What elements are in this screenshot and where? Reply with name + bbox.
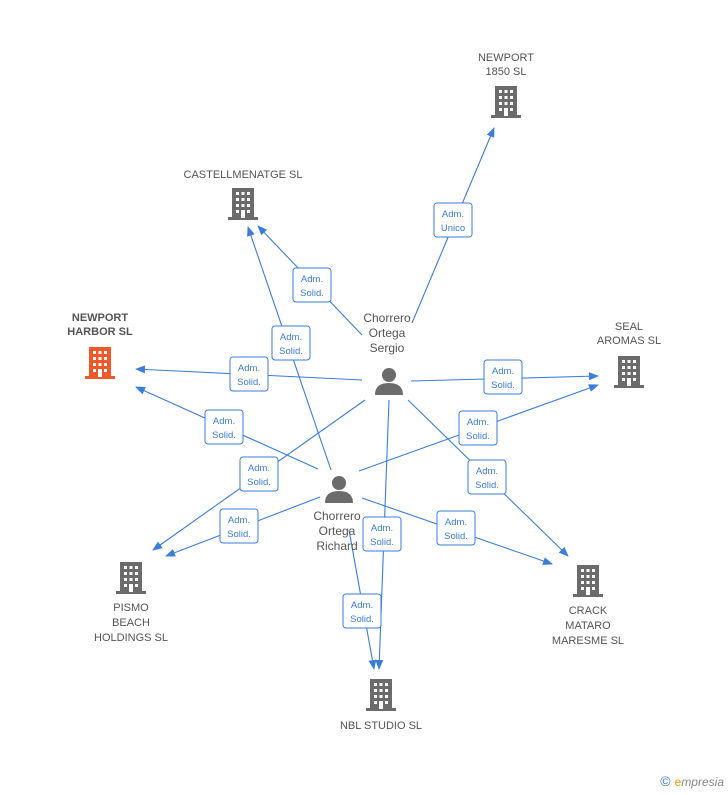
company-name: MARESME SL <box>552 635 624 647</box>
brand-name: mpresia <box>681 775 724 789</box>
role-text: Adm. <box>301 274 323 285</box>
person-name: Richard <box>316 539 357 553</box>
company-name: NEWPORT <box>478 52 534 64</box>
company-name: SEAL <box>615 321 643 333</box>
company-node-sealaromas[interactable]: SEAL AROMAS SL <box>597 321 661 388</box>
brand-e: e <box>674 775 682 789</box>
company-name: NBL STUDIO SL <box>340 720 422 732</box>
role-text: Solid. <box>491 380 515 391</box>
company-name: BEACH <box>112 617 150 629</box>
role-text: Adm. <box>371 523 393 534</box>
role-badge-richard-newportharbor[interactable]: Adm. Solid. <box>204 409 244 445</box>
company-name: HOLDINGS SL <box>94 632 168 644</box>
role-badge-sergio-castellmenatge[interactable]: Adm. Solid. <box>292 267 332 303</box>
role-text: Solid. <box>466 431 490 442</box>
company-name: AROMAS SL <box>597 335 661 347</box>
role-text: Solid. <box>237 377 261 388</box>
role-text: Adm. <box>228 515 250 526</box>
company-node-castellmenatge[interactable]: CASTELLMENATGE SL <box>184 169 303 220</box>
role-text: Adm. <box>213 416 235 427</box>
company-name: CRACK <box>569 605 608 617</box>
role-text: Solid. <box>300 288 324 299</box>
role-badge-sergio-pismo[interactable]: Adm. Solid. <box>239 456 279 492</box>
company-name: NEWPORT <box>72 312 129 324</box>
role-text: Adm. <box>442 209 464 220</box>
company-name: MATARO <box>565 620 611 632</box>
company-name: CASTELLMENATGE SL <box>184 169 303 181</box>
building-icon <box>85 347 115 379</box>
role-text: Adm. <box>445 517 467 528</box>
company-node-newportharbor[interactable]: NEWPORT HARBOR SL <box>67 312 133 379</box>
role-text: Adm. <box>492 366 514 377</box>
person-name: Chorrero <box>363 311 411 325</box>
building-icon <box>366 679 396 711</box>
role-text: Adm. <box>476 466 498 477</box>
role-badge-richard-crack[interactable]: Adm. Solid. <box>436 510 476 546</box>
company-node-nbl[interactable]: NBL STUDIO SL <box>340 679 422 732</box>
company-node-newport1850[interactable]: NEWPORT 1850 SL <box>478 52 534 118</box>
role-text: Adm. <box>280 332 302 343</box>
role-badge-sergio-crack[interactable]: Adm. Solid. <box>467 459 507 495</box>
role-text: Solid. <box>279 346 303 357</box>
role-text: Solid. <box>475 480 499 491</box>
building-icon <box>614 356 644 388</box>
person-icon <box>375 368 403 395</box>
role-text: Solid. <box>370 537 394 548</box>
person-name: Chorrero <box>313 509 361 523</box>
person-name: Sergio <box>370 341 405 355</box>
building-icon <box>228 188 258 220</box>
footer-brand: ©empresia <box>660 773 724 789</box>
building-icon <box>573 565 603 597</box>
company-name: 1850 SL <box>486 66 527 78</box>
role-text: Solid. <box>212 430 236 441</box>
role-badge-richard-nbl[interactable]: Adm. Solid. <box>342 593 382 629</box>
role-text: Adm. <box>351 600 373 611</box>
role-badge-sergio-newportharbor[interactable]: Adm. Solid. <box>229 356 269 392</box>
company-node-crack[interactable]: CRACK MATARO MARESME SL <box>552 565 624 647</box>
role-text: Unico <box>441 223 465 234</box>
person-name: Ortega <box>369 326 406 340</box>
role-badge-richard-castellmenatge[interactable]: Adm. Solid. <box>271 325 311 361</box>
role-text: Adm. <box>238 363 260 374</box>
role-badge-sergio-nbl[interactable]: Adm. Solid. <box>362 516 402 552</box>
copyright-icon: © <box>660 773 671 789</box>
company-node-pismo[interactable]: PISMO BEACH HOLDINGS SL <box>94 562 168 644</box>
company-name: PISMO <box>113 602 149 614</box>
company-name: HARBOR SL <box>67 326 133 338</box>
role-badge-richard-pismo[interactable]: Adm. Solid. <box>219 508 259 544</box>
person-icon <box>325 476 353 503</box>
role-text: Solid. <box>350 614 374 625</box>
building-icon <box>491 86 521 118</box>
building-icon <box>116 562 146 594</box>
role-text: Solid. <box>247 477 271 488</box>
role-badge-sergio-sealaromas[interactable]: Adm. Solid. <box>483 359 523 395</box>
role-text: Solid. <box>444 531 468 542</box>
role-text: Adm. <box>467 417 489 428</box>
person-name: Ortega <box>319 524 356 538</box>
role-text: Solid. <box>227 529 251 540</box>
role-badge-sergio-newport1850[interactable]: Adm. Unico <box>433 202 473 238</box>
role-text: Adm. <box>248 463 270 474</box>
role-badge-richard-sealaromas[interactable]: Adm. Solid. <box>458 410 498 446</box>
